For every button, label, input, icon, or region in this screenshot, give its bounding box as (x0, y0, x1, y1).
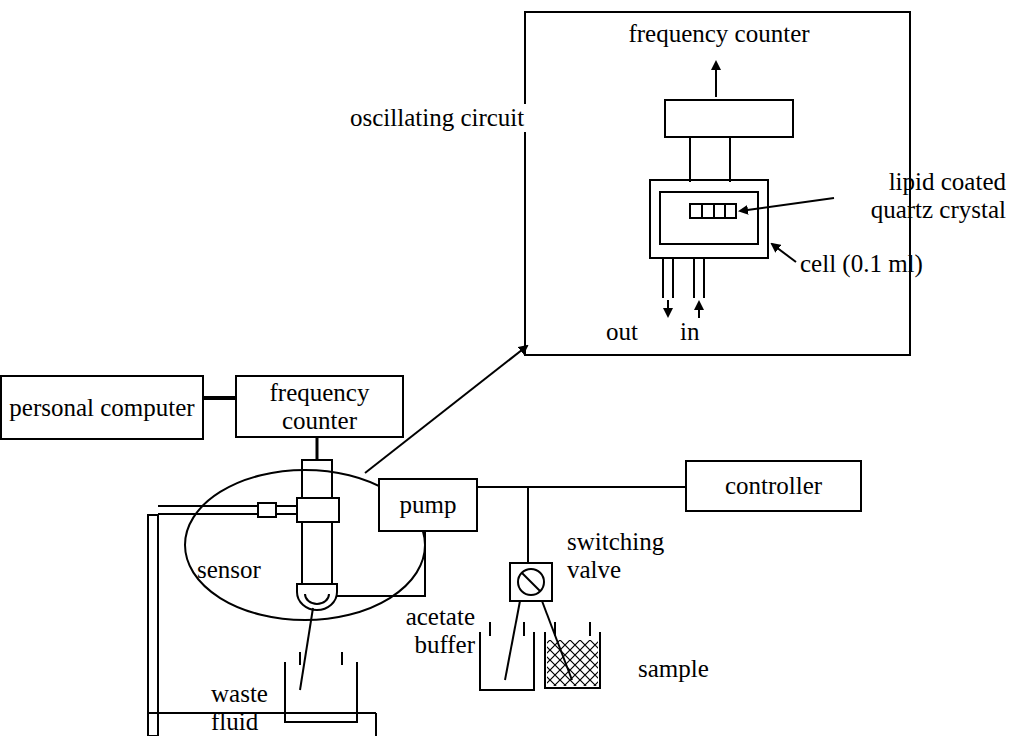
part-label: switching valve (567, 528, 677, 583)
signal-arrow (715, 62, 717, 97)
control-wire (527, 487, 529, 563)
flow-label: in (680, 318, 720, 346)
sensor-head (297, 584, 337, 610)
tube (505, 601, 520, 680)
sample-bottle (545, 622, 600, 688)
box-text: pump (394, 491, 463, 519)
cell-housing (650, 180, 768, 258)
box-text: personal computer (3, 394, 200, 422)
buffer-bottle (480, 622, 534, 690)
switching-valve (510, 563, 552, 601)
flow-arrow (667, 300, 669, 316)
inlet-pipe (693, 258, 695, 298)
connector (204, 396, 235, 400)
cell-chamber (660, 192, 758, 244)
part-label: acetate buffer (381, 603, 475, 658)
counter-box: frequency counter (235, 375, 404, 438)
clamp (258, 503, 276, 517)
signal-label: frequency counter (594, 20, 844, 48)
computer-box: personal computer (0, 375, 204, 440)
sensor-tube (302, 460, 332, 498)
leader-arrow (740, 198, 834, 211)
lead-wire (729, 137, 731, 182)
pump-box: pump (378, 478, 478, 532)
leader-arrow (772, 244, 796, 262)
box-text: controller (719, 472, 828, 500)
flow-arrow (698, 302, 700, 318)
quartz-crystal (690, 204, 736, 218)
outlet-pipe (662, 258, 664, 298)
cable (316, 438, 319, 460)
lead-wire (689, 137, 691, 182)
inset-frame (525, 12, 910, 355)
sample-fill (547, 640, 598, 686)
part-label: cell (0.1 ml) (800, 250, 1000, 278)
connector (478, 486, 685, 488)
waste-bottle (285, 652, 357, 722)
part-label: sensor (197, 556, 297, 584)
tube (337, 532, 425, 596)
stand-base (148, 712, 376, 714)
part-label: oscillating circuit (350, 104, 546, 132)
flow-label: out (606, 318, 656, 346)
part-label: waste fluid (211, 680, 283, 735)
box-text: frequency counter (237, 379, 402, 435)
controller-box: controller (685, 460, 862, 512)
waste-tube (300, 608, 313, 690)
clamp (297, 498, 339, 522)
part-label: sample (638, 655, 738, 683)
oscillating-circuit (665, 100, 793, 137)
part-label: lipid coated quartz crystal (836, 168, 1006, 223)
stand-rod (148, 515, 158, 736)
